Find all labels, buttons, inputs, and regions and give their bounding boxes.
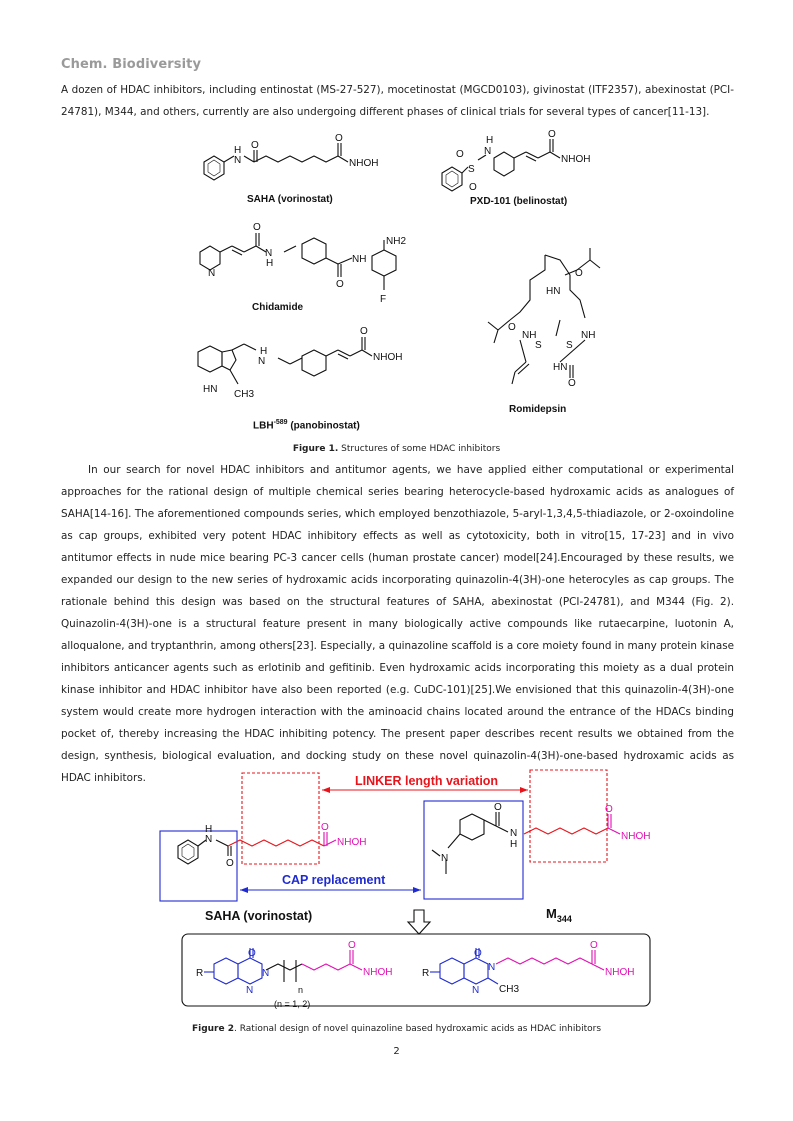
svg-text:NH: NH bbox=[352, 254, 366, 265]
svg-text:S: S bbox=[535, 340, 542, 351]
svg-text:O: O bbox=[253, 222, 261, 233]
svg-text:O: O bbox=[474, 948, 482, 959]
intro-paragraph: A dozen of HDAC inhibitors, including en… bbox=[61, 84, 734, 118]
svg-text:O: O bbox=[494, 802, 502, 813]
svg-text:NHOH: NHOH bbox=[349, 158, 378, 169]
linker-box-left bbox=[241, 772, 320, 865]
svg-text:N: N bbox=[510, 828, 517, 839]
svg-text:NHOH: NHOH bbox=[363, 967, 392, 978]
svg-text:NH: NH bbox=[581, 330, 595, 341]
cap-label: CAP replacement bbox=[282, 873, 386, 887]
svg-text:O: O bbox=[568, 378, 576, 389]
svg-text:N: N bbox=[208, 268, 215, 279]
svg-text:O: O bbox=[469, 182, 477, 193]
body-paragraph: In our search for novel HDAC inhibitors … bbox=[61, 464, 734, 784]
journal-header: Chem. Biodiversity bbox=[61, 57, 202, 72]
svg-text:H: H bbox=[205, 824, 212, 835]
svg-text:N: N bbox=[488, 962, 495, 973]
svg-text:O: O bbox=[575, 268, 583, 279]
svg-text:NHOH: NHOH bbox=[621, 831, 650, 842]
new-compounds-box bbox=[181, 933, 651, 1007]
svg-text:N: N bbox=[265, 248, 272, 259]
svg-text:N: N bbox=[262, 968, 269, 979]
cap-box-right bbox=[423, 800, 524, 900]
figure2-diagram: LINKER length variation CAP replacement … bbox=[159, 769, 651, 1009]
svg-text:O: O bbox=[590, 940, 598, 951]
svg-text:N: N bbox=[441, 853, 448, 864]
svg-text:F: F bbox=[380, 294, 386, 305]
svg-text:H: H bbox=[510, 839, 517, 850]
svg-text:O: O bbox=[321, 822, 329, 833]
down-arrow bbox=[406, 909, 432, 935]
saha-label-fig2: SAHA (vorinostat) bbox=[205, 909, 312, 923]
svg-text:CH3: CH3 bbox=[234, 389, 254, 400]
svg-text:O: O bbox=[360, 326, 368, 337]
svg-text:NH2: NH2 bbox=[386, 236, 406, 247]
svg-text:CH3: CH3 bbox=[499, 984, 519, 995]
figure2-caption: Figure 2. Rational design of novel quina… bbox=[191, 1024, 602, 1034]
figure1-structures: H N O O NHOH S O O H N O NHOH bbox=[197, 129, 601, 400]
svg-text:HN: HN bbox=[553, 362, 567, 373]
svg-text:H: H bbox=[266, 258, 273, 269]
svg-text:NHOH: NHOH bbox=[337, 837, 366, 848]
svg-text:O: O bbox=[605, 804, 613, 815]
m344-label: M344 bbox=[546, 906, 572, 924]
linker-box-right bbox=[529, 769, 608, 863]
cap-box-left bbox=[159, 830, 238, 902]
svg-text:(n = 1, 2): (n = 1, 2) bbox=[274, 999, 310, 1009]
pxd101-label: PXD-101 (belinostat) bbox=[470, 196, 568, 207]
svg-text:N: N bbox=[205, 834, 212, 845]
svg-text:N: N bbox=[472, 985, 479, 996]
svg-text:NHOH: NHOH bbox=[605, 967, 634, 978]
figure1-caption: Figure 1. Structures of some HDAC inhibi… bbox=[292, 444, 501, 454]
pxd101-structure bbox=[441, 139, 561, 192]
romidepsin-label: Romidepsin bbox=[509, 404, 567, 415]
svg-text:HN: HN bbox=[546, 286, 560, 297]
svg-text:O: O bbox=[336, 279, 344, 290]
page-number: 2 bbox=[393, 1046, 400, 1057]
svg-text:H: H bbox=[260, 346, 267, 357]
svg-text:O: O bbox=[508, 322, 516, 333]
svg-text:O: O bbox=[226, 858, 234, 869]
svg-text:NH: NH bbox=[522, 330, 536, 341]
svg-text:N: N bbox=[484, 146, 491, 157]
svg-text:O: O bbox=[335, 133, 343, 144]
svg-text:NHOH: NHOH bbox=[373, 352, 402, 363]
lbh589-label: LBH-589 (panobinostat) bbox=[253, 419, 360, 432]
romidepsin-structure bbox=[487, 248, 601, 385]
svg-text:HN: HN bbox=[203, 384, 217, 395]
linker-label: LINKER length variation bbox=[355, 774, 498, 788]
svg-text:O: O bbox=[348, 940, 356, 951]
saha-label: SAHA (vorinostat) bbox=[247, 194, 333, 205]
svg-text:N: N bbox=[234, 155, 241, 166]
svg-text:R: R bbox=[422, 968, 429, 979]
lbh589-structure bbox=[197, 337, 373, 385]
svg-text:N: N bbox=[246, 985, 253, 996]
svg-text:S: S bbox=[566, 340, 573, 351]
svg-text:O: O bbox=[456, 149, 464, 160]
saha-structure bbox=[203, 143, 349, 181]
svg-text:O: O bbox=[251, 140, 259, 151]
svg-text:n: n bbox=[298, 985, 303, 995]
svg-text:O: O bbox=[248, 948, 256, 959]
svg-text:O: O bbox=[548, 129, 556, 140]
svg-text:S: S bbox=[468, 164, 475, 175]
svg-text:N: N bbox=[258, 356, 265, 367]
chidamide-label: Chidamide bbox=[252, 302, 304, 313]
svg-text:NHOH: NHOH bbox=[561, 154, 590, 165]
chidamide-structure bbox=[199, 233, 397, 290]
svg-text:H: H bbox=[486, 135, 493, 146]
svg-text:H: H bbox=[234, 145, 241, 156]
svg-text:R: R bbox=[196, 968, 203, 979]
